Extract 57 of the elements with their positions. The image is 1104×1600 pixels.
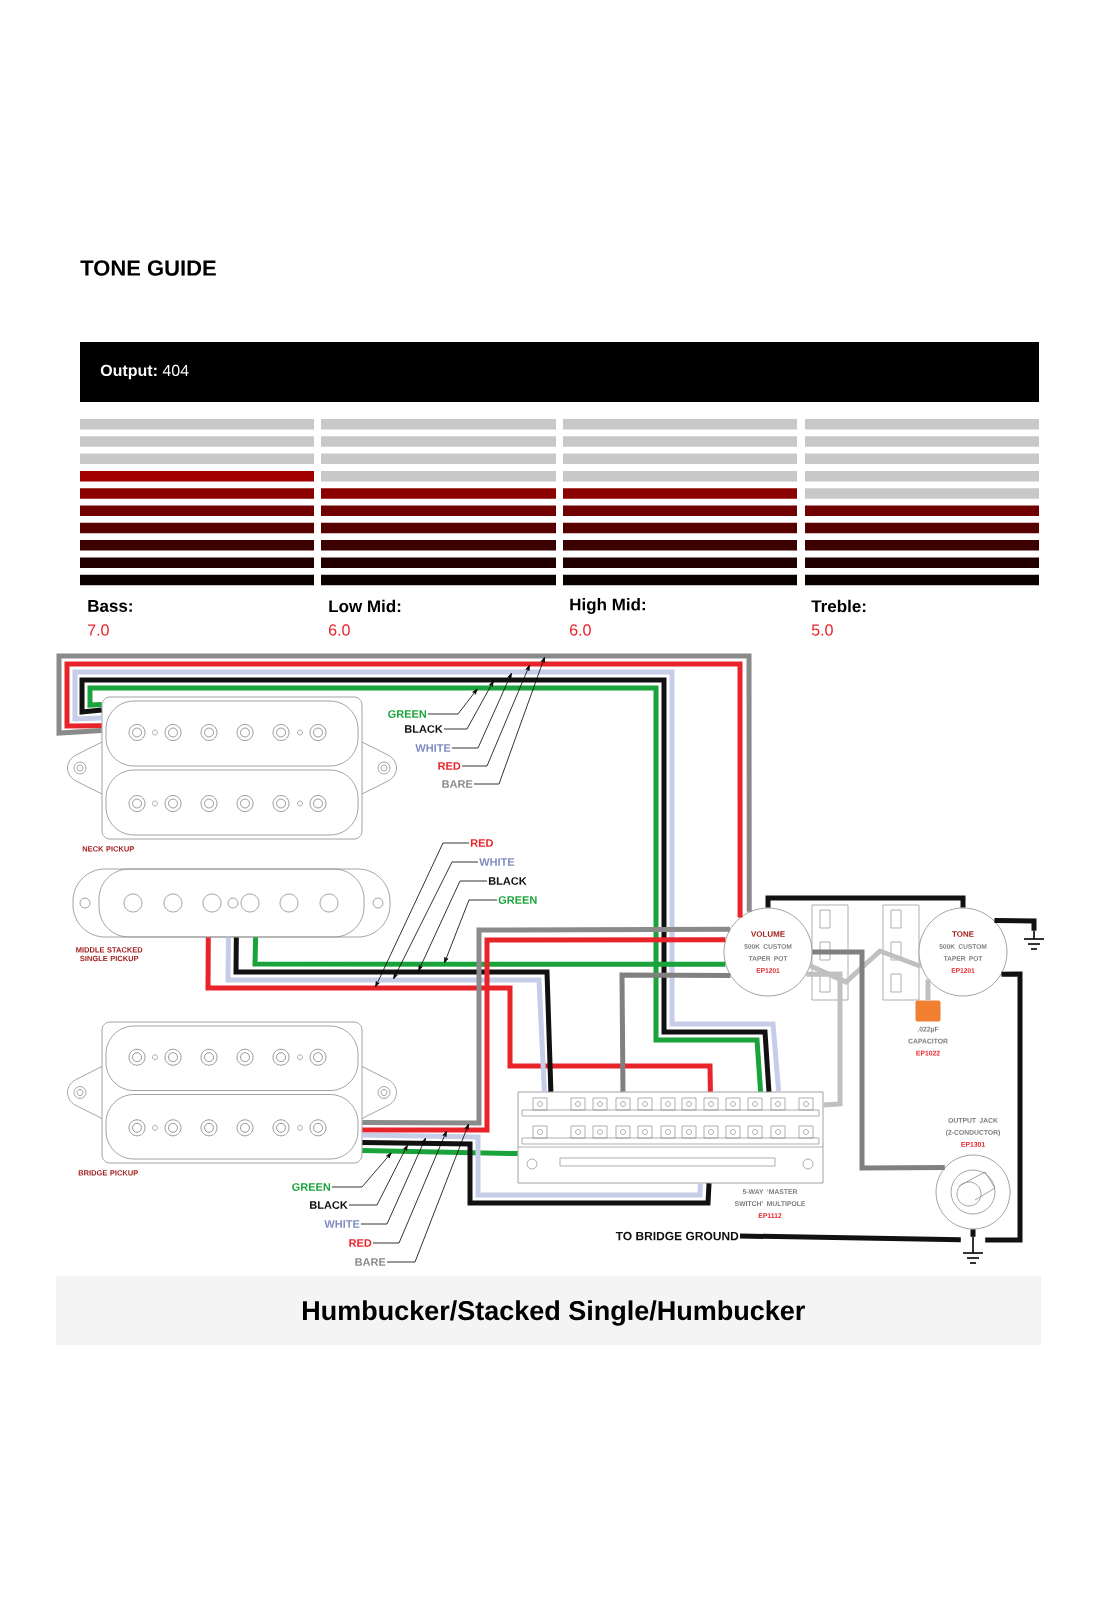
tone-band-label: Treble: (811, 599, 866, 613)
wire-color-label: BARE (355, 1258, 386, 1266)
wire (970, 1229, 976, 1237)
wire (739, 1233, 961, 1243)
tone-band-label: Low Mid: (329, 599, 401, 613)
leader-line (386, 1123, 469, 1263)
ground-symbol (962, 1236, 984, 1264)
tone-band-value: 5.0 (811, 624, 833, 636)
leader-line (393, 861, 479, 980)
wire (812, 949, 945, 1171)
tone-band-label: Bass: (88, 600, 132, 612)
leader-line (331, 1152, 392, 1188)
wire (806, 971, 843, 1108)
wire-color-label: WHITE (479, 858, 515, 866)
wire (362, 1148, 518, 1157)
tone-band-value: 6.0 (570, 624, 591, 636)
wire-color-label: WHITE (324, 1220, 360, 1228)
wire (925, 979, 931, 1001)
ground-symbol (1023, 930, 1045, 950)
leader-line (360, 1137, 426, 1225)
wire-color-label: GREEN (388, 710, 427, 718)
ground-label: TO BRIDGE GROUND (615, 1231, 739, 1241)
leader-line (451, 672, 512, 749)
wire-color-label: BLACK (405, 725, 443, 733)
wire (362, 1132, 703, 1198)
leader-line (418, 880, 488, 972)
caption-banner: Humbucker/Stacked Single/Humbucker (56, 1276, 1041, 1345)
wire (252, 937, 726, 967)
wire (205, 937, 713, 1092)
wire-color-label: RED (349, 1239, 372, 1247)
tone-band-value: 7.0 (88, 624, 109, 636)
leader-line (372, 1130, 447, 1244)
wire-color-label: GREEN (292, 1183, 331, 1191)
leader-line (461, 664, 530, 767)
wire-color-label: RED (470, 839, 493, 847)
wire-color-label: BLACK (488, 877, 527, 885)
wire (994, 918, 1037, 931)
wire (765, 895, 966, 908)
leader-line (375, 842, 470, 988)
wire-color-label: BARE (442, 780, 473, 788)
wire-color-label: WHITE (415, 744, 451, 752)
leader-line (443, 680, 494, 730)
wire (362, 1140, 712, 1206)
wire-color-label: BLACK (310, 1201, 348, 1209)
leader-line (427, 688, 478, 715)
wire (619, 972, 731, 1092)
leader-line (348, 1144, 408, 1206)
output-banner: Output: 404 (80, 342, 1039, 402)
wire (809, 948, 922, 985)
tone-band-value: 6.0 (329, 624, 350, 636)
leader-line (473, 656, 545, 785)
title: TONE GUIDE (80, 260, 216, 276)
tone-band-label: High Mid: (570, 598, 645, 614)
wire-color-label: RED (438, 762, 461, 770)
wire (985, 971, 1023, 1243)
leader-line (444, 899, 498, 964)
wire-color-label: GREEN (498, 896, 537, 904)
